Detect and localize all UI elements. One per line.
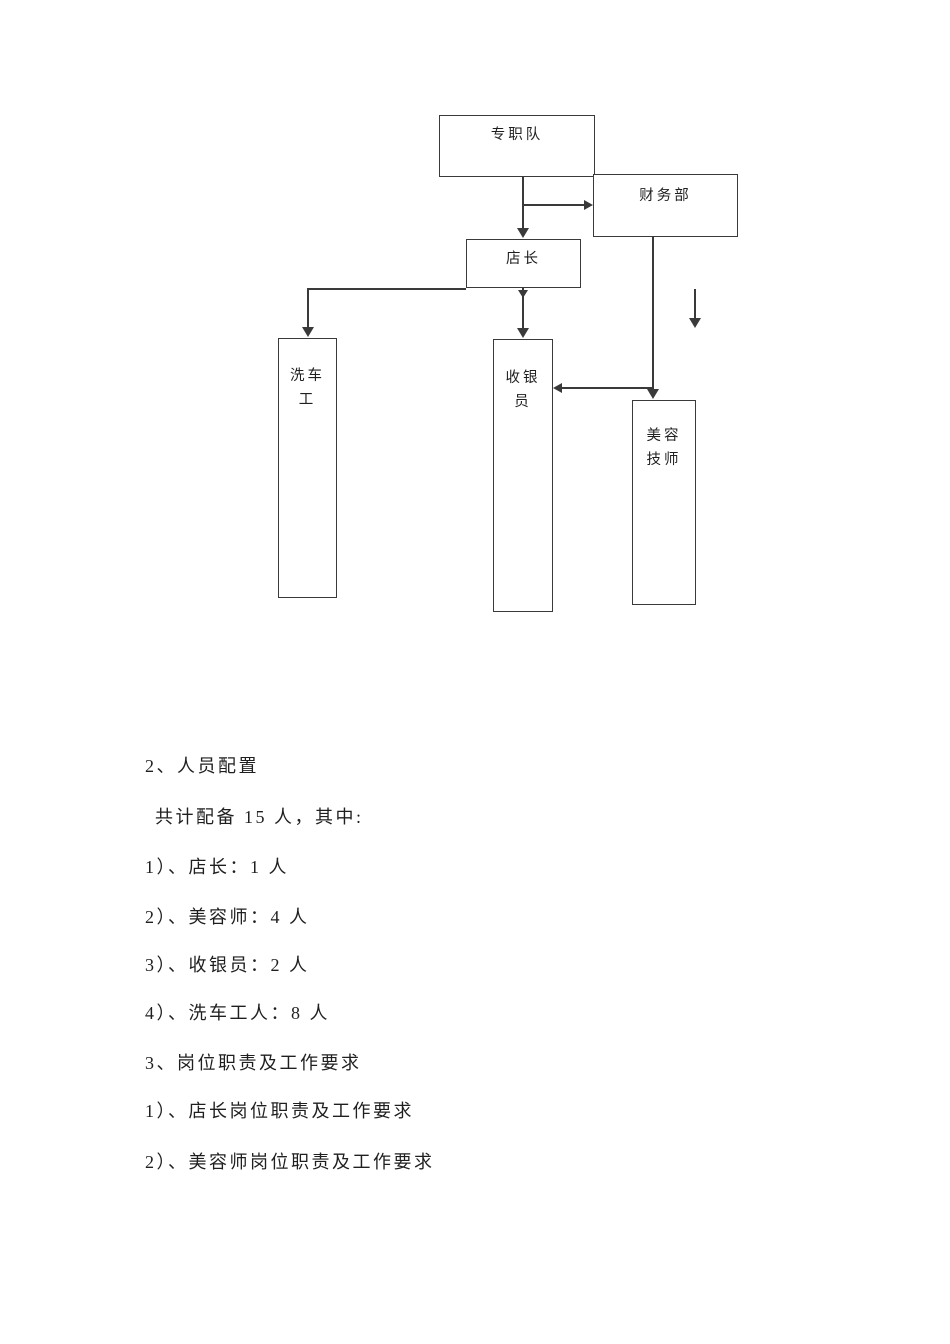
paragraph-personnel-heading: 2、人员配置 [145,756,259,776]
arrow-down-icon [517,328,529,338]
arrow-down-icon [689,318,701,328]
connector-line [694,289,696,319]
connector-line [522,288,524,330]
arrow-down-icon [517,228,529,238]
org-box-beauty-technician: 美容技师 [632,400,696,605]
paragraph-beautician-duties: 2）、美容师岗位职责及工作要求 [145,1152,435,1172]
org-box-full-time-team: 专职队 [439,115,595,177]
arrow-left-icon [553,383,562,393]
paragraph-beautician-count: 2）、美容师：4 人 [145,907,310,927]
connector-line [308,288,466,290]
connector-line [522,177,524,229]
connector-line [652,237,654,390]
paragraph-store-manager-count: 1）、店长：1 人 [145,857,289,877]
connector-line [562,387,653,389]
org-box-store-manager: 店长 [466,239,581,288]
paragraph-store-manager-duties: 1）、店长岗位职责及工作要求 [145,1101,414,1121]
org-box-car-washer: 洗车工 [278,338,337,598]
org-box-cashier: 收银员 [493,339,553,612]
connector-line [307,288,309,328]
org-box-finance-dept: 财务部 [593,174,738,237]
arrow-down-icon [302,327,314,337]
arrow-right-icon [584,200,593,210]
connector-line [523,204,584,206]
arrow-down-icon [518,290,528,298]
paragraph-cashier-count: 3）、收银员：2 人 [145,955,310,975]
paragraph-total-count: 共计配备 15 人，其中: [155,807,364,827]
paragraph-duties-heading: 3、岗位职责及工作要求 [145,1053,362,1073]
paragraph-car-washer-count: 4）、洗车工人：8 人 [145,1003,330,1023]
arrow-down-icon [647,389,659,399]
